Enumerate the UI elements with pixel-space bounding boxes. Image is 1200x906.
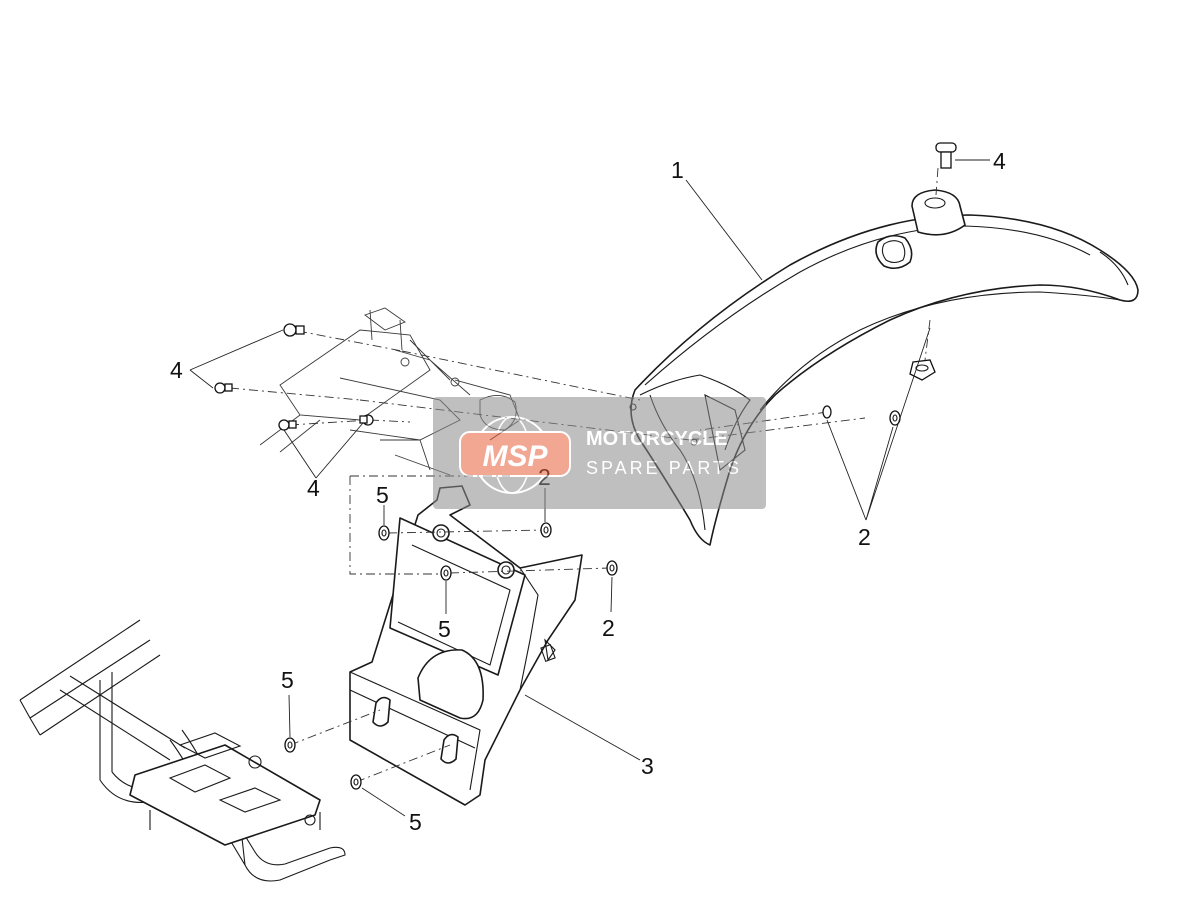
callout-2-holder-right: 2: [602, 615, 615, 641]
callout-5-holder-mid: 5: [438, 616, 451, 642]
callout-3: 3: [641, 753, 654, 779]
callout-1: 1: [671, 157, 684, 183]
watermark-line2: SPARE PARTS: [586, 458, 742, 478]
screw-icon: [283, 323, 305, 337]
callout-2-fender: 2: [858, 524, 871, 550]
callout-4-fender: 4: [993, 148, 1006, 174]
screw-icon: [359, 414, 374, 426]
watermark-logo: MSP: [482, 440, 548, 473]
screw-icon: [278, 419, 297, 431]
watermark-line1: MOTORCYCLE: [586, 428, 728, 450]
hardware: [214, 142, 957, 790]
license-plate-holder: [349, 485, 583, 806]
nut-icon: [606, 560, 618, 576]
washer-icon: [350, 774, 362, 790]
callout-4-upper: 4: [170, 357, 183, 383]
screw-icon: [935, 142, 957, 169]
washer-icon: [378, 525, 390, 541]
leader-lines: [189, 159, 990, 817]
nut-icon: [889, 410, 901, 426]
washer-icon: [822, 405, 832, 419]
callout-labels: 1 4 4 4 2 5 5 2 5 3 5 2: [170, 148, 1006, 835]
screw-icon: [214, 382, 233, 394]
callout-5-holder-top: 5: [376, 482, 389, 508]
callout-5-frame-bottom: 5: [409, 809, 422, 835]
callout-4-lower: 4: [307, 475, 320, 501]
callout-5-frame-top: 5: [281, 667, 294, 693]
nut-icon: [909, 359, 936, 381]
watermark: MSP MOTORCYCLE SPARE PARTS: [433, 397, 766, 509]
washer-icon: [284, 737, 296, 753]
nut-icon: [540, 522, 552, 538]
washer-icon: [440, 565, 452, 581]
rear-frame-lower: [19, 619, 346, 882]
